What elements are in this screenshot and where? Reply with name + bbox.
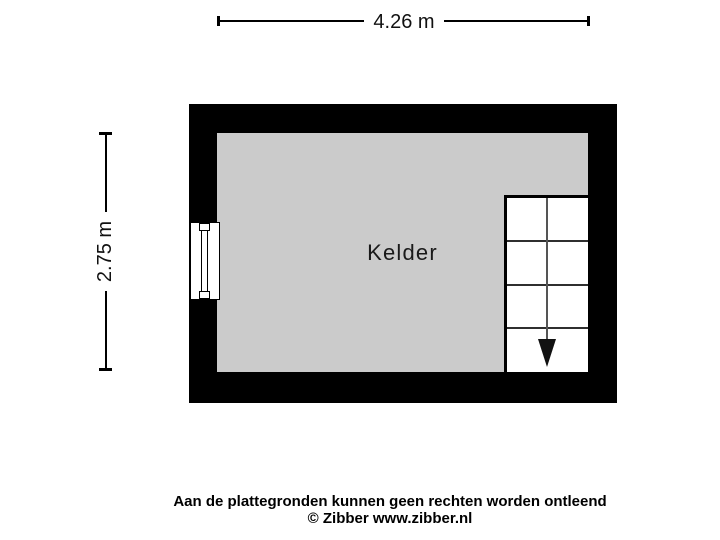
footer: Aan de plattegronden kunnen geen rechten… [95,493,685,527]
height-dimension-text: 2.75 m [94,220,116,283]
width-dimension-tick-right [587,16,590,26]
height-dimension-label: 2.75 m [93,212,118,291]
window-pane-line-icon [201,231,202,291]
height-dimension-tick-top [99,132,112,135]
width-dimension-label: 4.26 m [364,10,444,35]
stair-center-line [546,198,548,342]
disclaimer-text: Aan de plattegronden kunnen geen rechten… [173,493,607,510]
room-label: Kelder [367,239,438,265]
width-dimension-text: 4.26 m [373,11,435,33]
staircase [504,195,588,372]
stair-down-arrow-icon [538,339,556,367]
window-pane-line-icon [207,231,208,291]
width-dimension-tick-left [217,16,220,26]
window-cap-bottom-icon [199,291,210,299]
window-icon [190,222,220,300]
window-cap-top-icon [199,223,210,231]
copyright-text: © Zibber www.zibber.nl [307,510,473,527]
height-dimension-tick-bottom [99,368,112,371]
